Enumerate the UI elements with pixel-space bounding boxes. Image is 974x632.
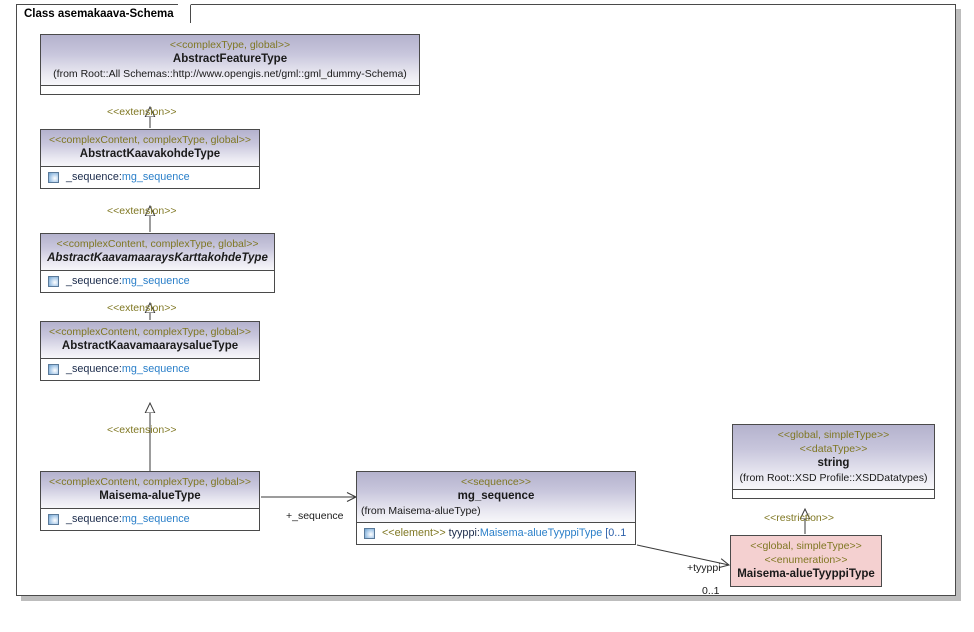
class-name: AbstractFeatureType [172, 53, 288, 65]
class-box-abstract-kaavamaarays-karttakohde-type[interactable]: <<complexContent, complexType, global>> … [40, 233, 275, 293]
class-name: AbstractKaavamaaraysalueType [61, 340, 239, 352]
class-box-abstract-kaavamaaraysalue-type[interactable]: <<complexContent, complexType, global>> … [40, 321, 260, 381]
connector-label-ext-3: <<extension>> [107, 302, 177, 314]
class-box-mg-sequence[interactable]: <<sequence>> mg_sequence (from Maisema-a… [356, 471, 636, 545]
class-stereotype: <<sequence>> [460, 476, 532, 488]
attribute-stereotype: <<element>> [382, 527, 446, 539]
class-namespace: (from Maisema-alueType) [361, 505, 481, 517]
class-box-maisema-aluetyyppitype[interactable]: <<global, simpleType>> <<enumeration>> M… [730, 535, 882, 587]
class-attributes-compartment: <<element>> tyyppi:Maisema-alueTyyppiTyp… [357, 523, 635, 544]
class-stereotype-secondary: <<dataType>> [799, 443, 868, 455]
attribute-icon [48, 276, 59, 287]
class-header: <<global, simpleType>> <<dataType>> stri… [733, 425, 934, 490]
connector-label-restr-1: <<restriction>> [764, 512, 835, 524]
attribute-type: Maisema-alueTyyppiType [479, 527, 603, 539]
attribute-name: _sequence: [66, 171, 122, 183]
class-header: <<complexContent, complexType, global>> … [41, 234, 274, 271]
connector-label-ext-1: <<extension>> [107, 106, 177, 118]
connector-role-assoc-2: +tyyppi [687, 562, 721, 574]
attribute-name: _sequence: [66, 513, 122, 525]
diagram-title: Class asemakaava-Schema [24, 8, 174, 20]
class-header: <<sequence>> mg_sequence (from Maisema-a… [357, 472, 635, 523]
class-header: <<complexContent, complexType, global>> … [41, 322, 259, 359]
class-attributes-compartment: _sequence:mg_sequence [41, 509, 259, 530]
connector-label-ext-2: <<extension>> [107, 205, 177, 217]
class-name: Maisema-alueTyyppiType [737, 568, 875, 580]
connector-multiplicity-assoc-2: 0..1 [702, 585, 720, 597]
class-box-abstract-kaavakohde-type[interactable]: <<complexContent, complexType, global>> … [40, 129, 260, 189]
class-attributes-compartment [733, 490, 934, 498]
class-stereotype: <<global, simpleType>> [750, 540, 862, 552]
attribute-row[interactable]: <<element>> tyyppi:Maisema-alueTyyppiTyp… [362, 526, 631, 541]
connector-role-assoc-1: +_sequence [286, 510, 344, 522]
attribute-name: tyyppi: [448, 527, 480, 539]
class-stereotype: <<complexContent, complexType, global>> [56, 238, 259, 250]
attribute-text: _sequence:mg_sequence [66, 274, 190, 289]
attribute-icon [364, 528, 375, 539]
attribute-text: _sequence:mg_sequence [66, 512, 190, 527]
diagram-title-tab: Class asemakaava-Schema [16, 4, 191, 23]
attribute-type: mg_sequence [121, 275, 190, 287]
class-stereotype: <<global, simpleType>> [777, 429, 890, 441]
attribute-row[interactable]: _sequence:mg_sequence [46, 512, 255, 527]
attribute-text: _sequence:mg_sequence [66, 170, 190, 185]
class-name: AbstractKaavamaaraysKarttakohdeType [47, 252, 268, 264]
attribute-multiplicity: [0..1 [605, 527, 627, 539]
attribute-type: mg_sequence [121, 171, 190, 183]
attribute-text: _sequence:mg_sequence [66, 362, 190, 377]
attribute-type: mg_sequence [121, 513, 190, 525]
class-name: Maisema-alueType [99, 490, 201, 502]
attribute-type: mg_sequence [121, 363, 190, 375]
class-stereotype: <<complexContent, complexType, global>> [49, 326, 251, 338]
class-attributes-compartment: _sequence:mg_sequence [41, 167, 259, 188]
attribute-icon [48, 172, 59, 183]
class-box-maisema-aluetype[interactable]: <<complexContent, complexType, global>> … [40, 471, 260, 531]
attribute-text: <<element>> tyyppi:Maisema-alueTyyppiTyp… [382, 526, 626, 541]
attribute-icon [48, 364, 59, 375]
class-stereotype: <<complexContent, complexType, global>> [49, 476, 251, 488]
class-header: <<complexContent, complexType, global>> … [41, 130, 259, 167]
class-name: mg_sequence [457, 490, 535, 502]
attribute-icon [48, 514, 59, 525]
class-name: AbstractKaavakohdeType [79, 148, 221, 160]
class-attributes-compartment [41, 86, 419, 94]
class-box-abstract-feature-type[interactable]: <<complexType, global>> AbstractFeatureT… [40, 34, 420, 95]
class-stereotype: <<complexContent, complexType, global>> [49, 134, 251, 146]
class-header: <<complexType, global>> AbstractFeatureT… [41, 35, 419, 86]
connector-label-ext-4: <<extension>> [107, 424, 177, 436]
class-namespace: (from Root::All Schemas::http://www.open… [53, 68, 407, 80]
attribute-row[interactable]: _sequence:mg_sequence [46, 170, 255, 185]
attribute-name: _sequence: [66, 275, 122, 287]
class-stereotype-secondary: <<enumeration>> [764, 554, 848, 566]
class-header: <<complexContent, complexType, global>> … [41, 472, 259, 509]
attribute-row[interactable]: _sequence:mg_sequence [46, 362, 255, 377]
class-attributes-compartment: _sequence:mg_sequence [41, 359, 259, 380]
class-namespace: (from Root::XSD Profile::XSDDatatypes) [739, 472, 928, 484]
class-stereotype: <<complexType, global>> [169, 39, 291, 51]
attribute-row[interactable]: _sequence:mg_sequence [46, 274, 270, 289]
class-name: string [817, 457, 850, 469]
attribute-name: _sequence: [66, 363, 122, 375]
class-header: <<global, simpleType>> <<enumeration>> M… [731, 536, 881, 586]
tab-corner-cut [176, 5, 190, 25]
class-box-string-datatype[interactable]: <<global, simpleType>> <<dataType>> stri… [732, 424, 935, 499]
class-attributes-compartment: _sequence:mg_sequence [41, 271, 274, 292]
